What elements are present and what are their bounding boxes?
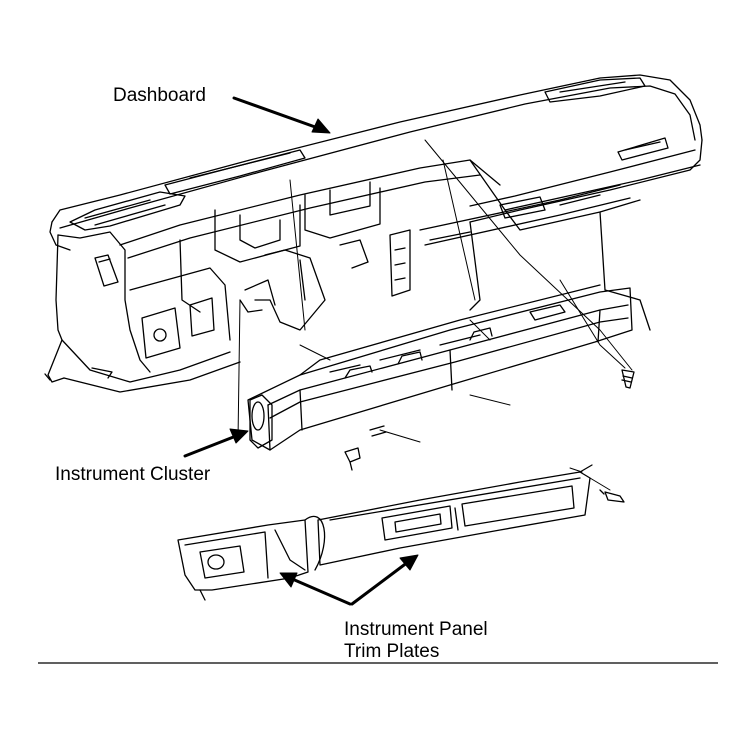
trim-plates-label-line2: Trim Plates [344, 641, 440, 662]
trim-plates-label: Instrument Panel Trim Plates [344, 619, 488, 663]
instrument-cluster-assembly [247, 284, 633, 471]
trim-plates-label-line1: Instrument Panel [344, 619, 488, 640]
trim-plates-assembly [177, 464, 625, 601]
dashboard-label: Dashboard [113, 85, 206, 106]
callout-arrows [183, 96, 419, 606]
dashboard-assembly [44, 74, 703, 441]
instrument-cluster-label: Instrument Cluster [55, 464, 211, 485]
